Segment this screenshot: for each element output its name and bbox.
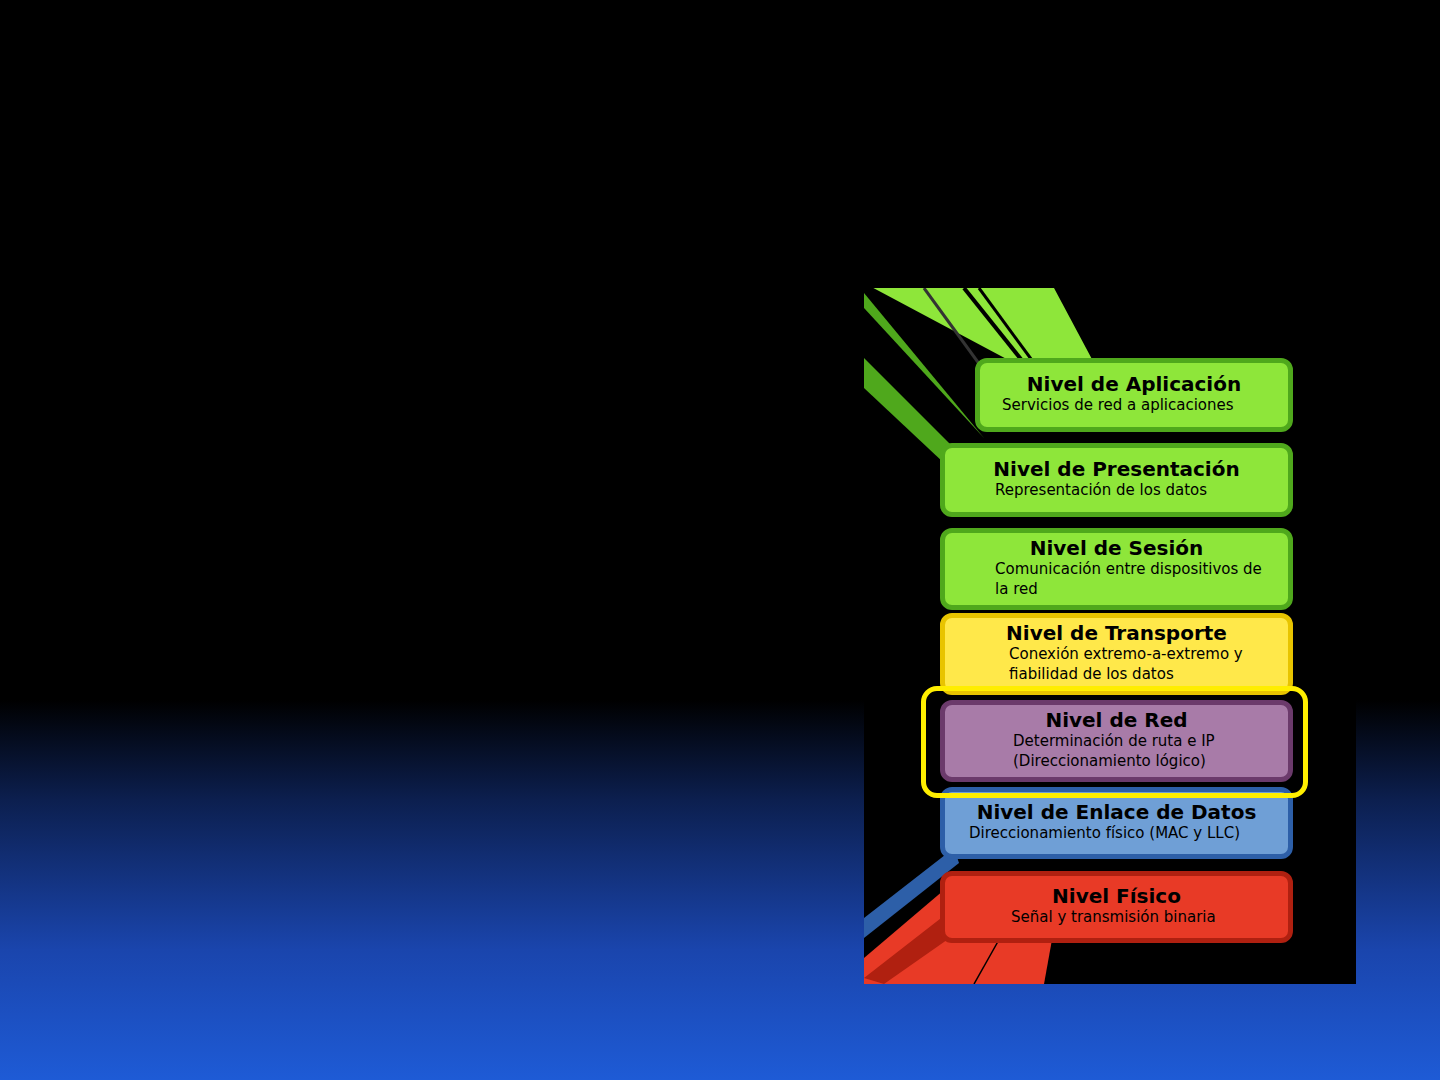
layer-description: Determinación de ruta e IP (Direccionami…	[955, 731, 1278, 771]
application-layer: Nivel de AplicaciónServicios de red a ap…	[975, 358, 1293, 432]
layer-description: Comunicación entre dispositivos de la re…	[955, 559, 1278, 599]
layer-title: Nivel Físico	[955, 885, 1278, 907]
layer-description: Señal y transmisión binaria	[955, 907, 1278, 927]
layer-description: Representación de los datos	[955, 480, 1278, 500]
layer-title: Nivel de Red	[955, 709, 1278, 731]
layer-title: Nivel de Enlace de Datos	[955, 801, 1278, 823]
layer-description: Conexión extremo-a-extremo y fiabilidad …	[955, 644, 1278, 684]
layer-description: Servicios de red a aplicaciones	[990, 395, 1278, 415]
session-layer: Nivel de SesiónComunicación entre dispos…	[940, 528, 1293, 610]
layer-title: Nivel de Sesión	[955, 537, 1278, 559]
layer-title: Nivel de Presentación	[955, 458, 1278, 480]
layer-description: Direccionamiento físico (MAC y LLC)	[955, 823, 1278, 843]
network-layer: Nivel de RedDeterminación de ruta e IP (…	[940, 700, 1293, 782]
datalink-layer: Nivel de Enlace de DatosDireccionamiento…	[940, 787, 1293, 859]
transport-layer: Nivel de TransporteConexión extremo-a-ex…	[940, 613, 1293, 695]
layer-title: Nivel de Aplicación	[990, 373, 1278, 395]
presentation-layer: Nivel de PresentaciónRepresentación de l…	[940, 443, 1293, 517]
layer-title: Nivel de Transporte	[955, 622, 1278, 644]
physical-layer: Nivel FísicoSeñal y transmisión binaria	[940, 871, 1293, 943]
